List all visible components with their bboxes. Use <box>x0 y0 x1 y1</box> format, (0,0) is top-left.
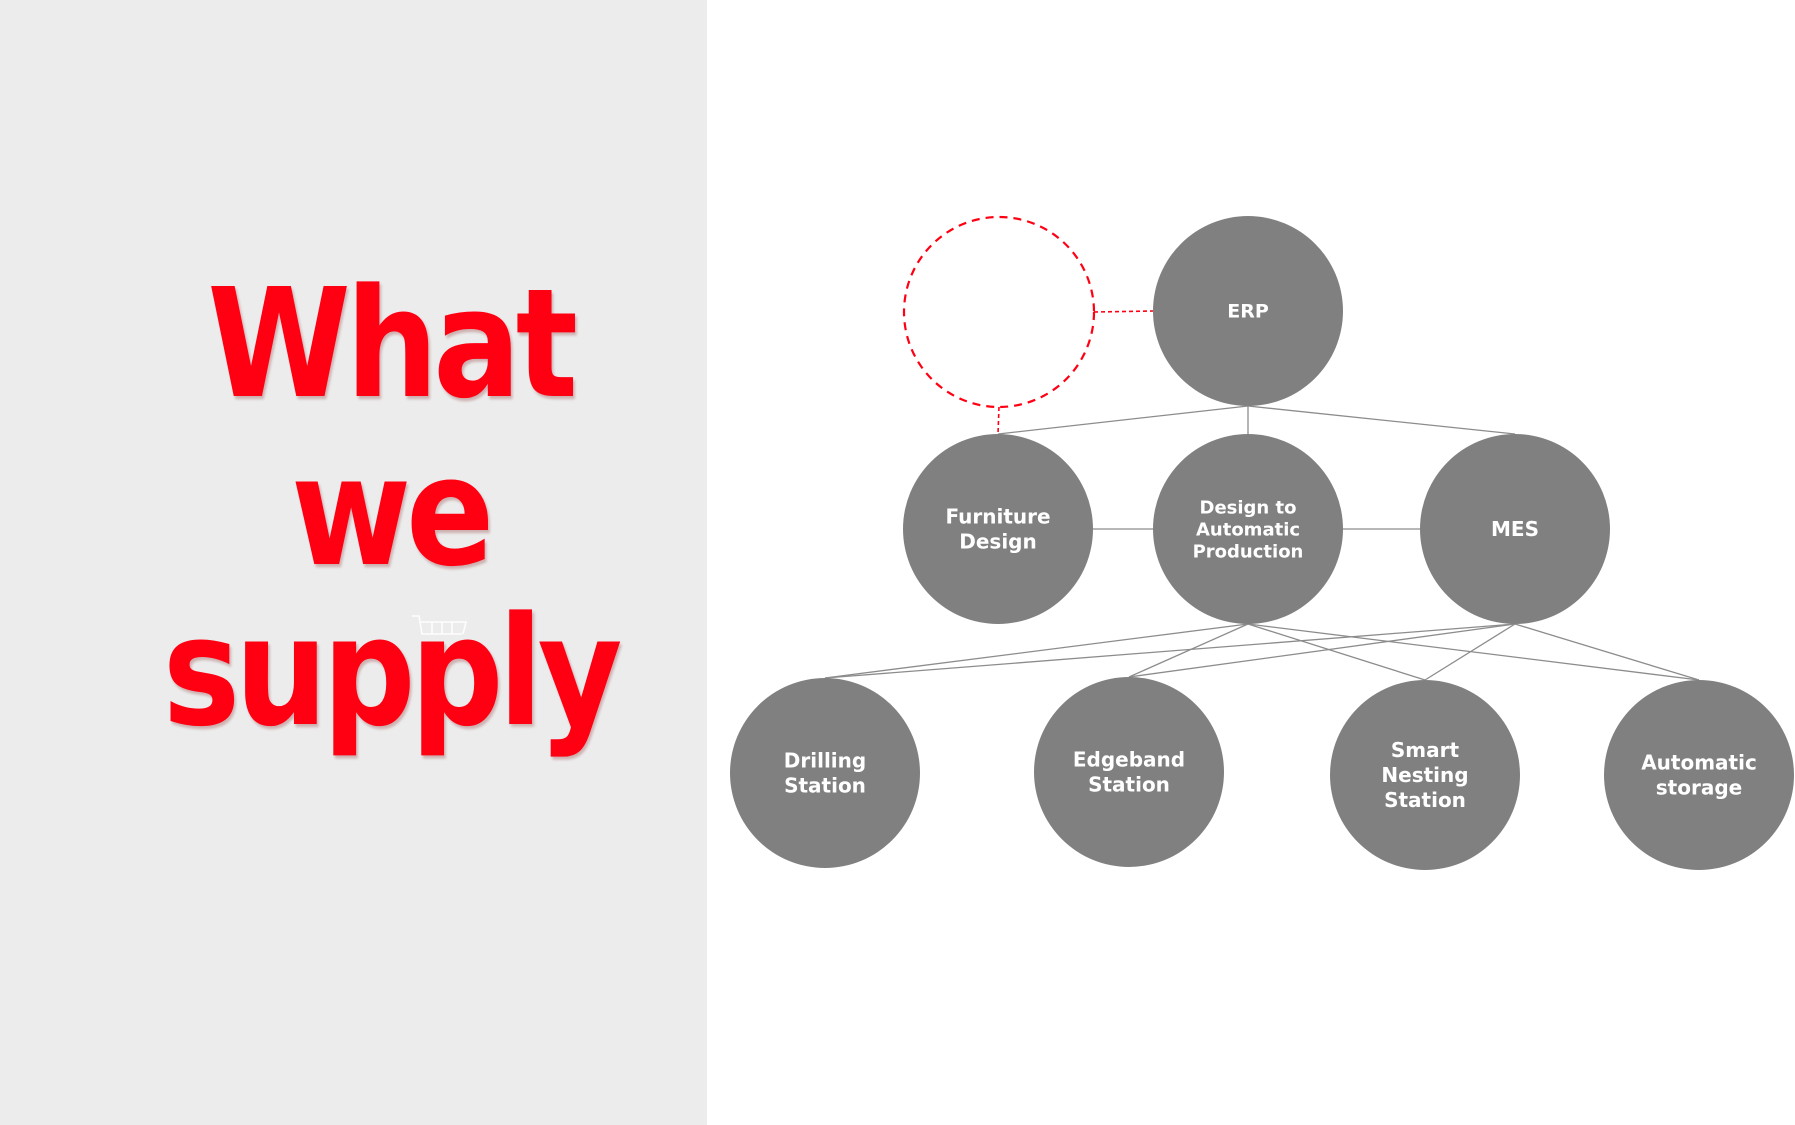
connector-design-to-automatic-production-to-smart-nesting-station <box>1247 623 1426 681</box>
connector-design-to-automatic-production-to-automatic-storage <box>1247 623 1700 681</box>
node-label-line: Drilling <box>784 749 866 773</box>
node-label-line: Smart <box>1391 738 1460 762</box>
node-label-line: Station <box>784 774 866 798</box>
node-circle-design-to-automatic-production <box>1153 434 1343 624</box>
node-label-line: Automatic <box>1196 519 1300 540</box>
node-circle-furniture-design <box>903 434 1093 624</box>
connector-design-to-automatic-production-to-edgeband-station <box>1128 623 1249 678</box>
node-mes: MES <box>1420 434 1610 624</box>
connectors <box>824 310 1700 681</box>
node-circle-drilling-station <box>730 678 920 868</box>
connector-orders-to-furniture-design <box>997 406 1000 435</box>
node-label-line: Orders <box>961 300 1038 324</box>
node-label-line: Station <box>1384 788 1466 812</box>
node-label-line: Automatic <box>1641 751 1757 775</box>
node-label-orders: Orders <box>961 300 1038 324</box>
node-label-mes: MES <box>1491 517 1539 541</box>
node-label-line: storage <box>1656 776 1742 800</box>
headline-line-what: What <box>207 256 578 432</box>
connector-orders-to-erp <box>1093 310 1154 313</box>
connector-erp-to-furniture-design <box>997 405 1249 435</box>
node-label-erp: ERP <box>1227 301 1269 323</box>
node-circle-edgeband-station <box>1034 677 1224 867</box>
node-label-line: MES <box>1491 517 1539 541</box>
connector-design-to-automatic-production-to-drilling-station <box>824 623 1249 679</box>
node-circle-automatic-storage <box>1604 680 1794 870</box>
node-label-line: Production <box>1193 541 1304 562</box>
node-label-line: Furniture <box>945 505 1050 529</box>
connector-mes-to-smart-nesting-station <box>1424 623 1516 681</box>
node-circle-orders <box>902 215 1096 409</box>
node-label-line: Design to <box>1200 497 1297 518</box>
connector-erp-to-mes <box>1247 405 1516 435</box>
node-circle-erp <box>1153 216 1343 406</box>
connector-mes-to-drilling-station <box>824 623 1516 679</box>
node-label-line: Station <box>1088 773 1170 797</box>
connector-mes-to-edgeband-station <box>1128 623 1516 678</box>
node-label-line: Nesting <box>1381 763 1468 787</box>
headline-line-we: we <box>290 424 494 600</box>
node-circle-smart-nesting-station <box>1330 680 1520 870</box>
node-label-line: Design <box>959 530 1036 554</box>
node-orders: Orders <box>902 215 1096 409</box>
title-panel: What we supply <box>0 0 707 1125</box>
connector-mes-to-automatic-storage <box>1514 623 1700 681</box>
node-label-line: Edgeband <box>1073 748 1185 772</box>
headline-line-supply: supply <box>162 584 623 760</box>
node-erp: ERP <box>1153 216 1343 406</box>
shopping-cart-icon <box>412 615 468 635</box>
node-circle-mes <box>1420 434 1610 624</box>
node-label-line: ERP <box>1227 301 1269 323</box>
